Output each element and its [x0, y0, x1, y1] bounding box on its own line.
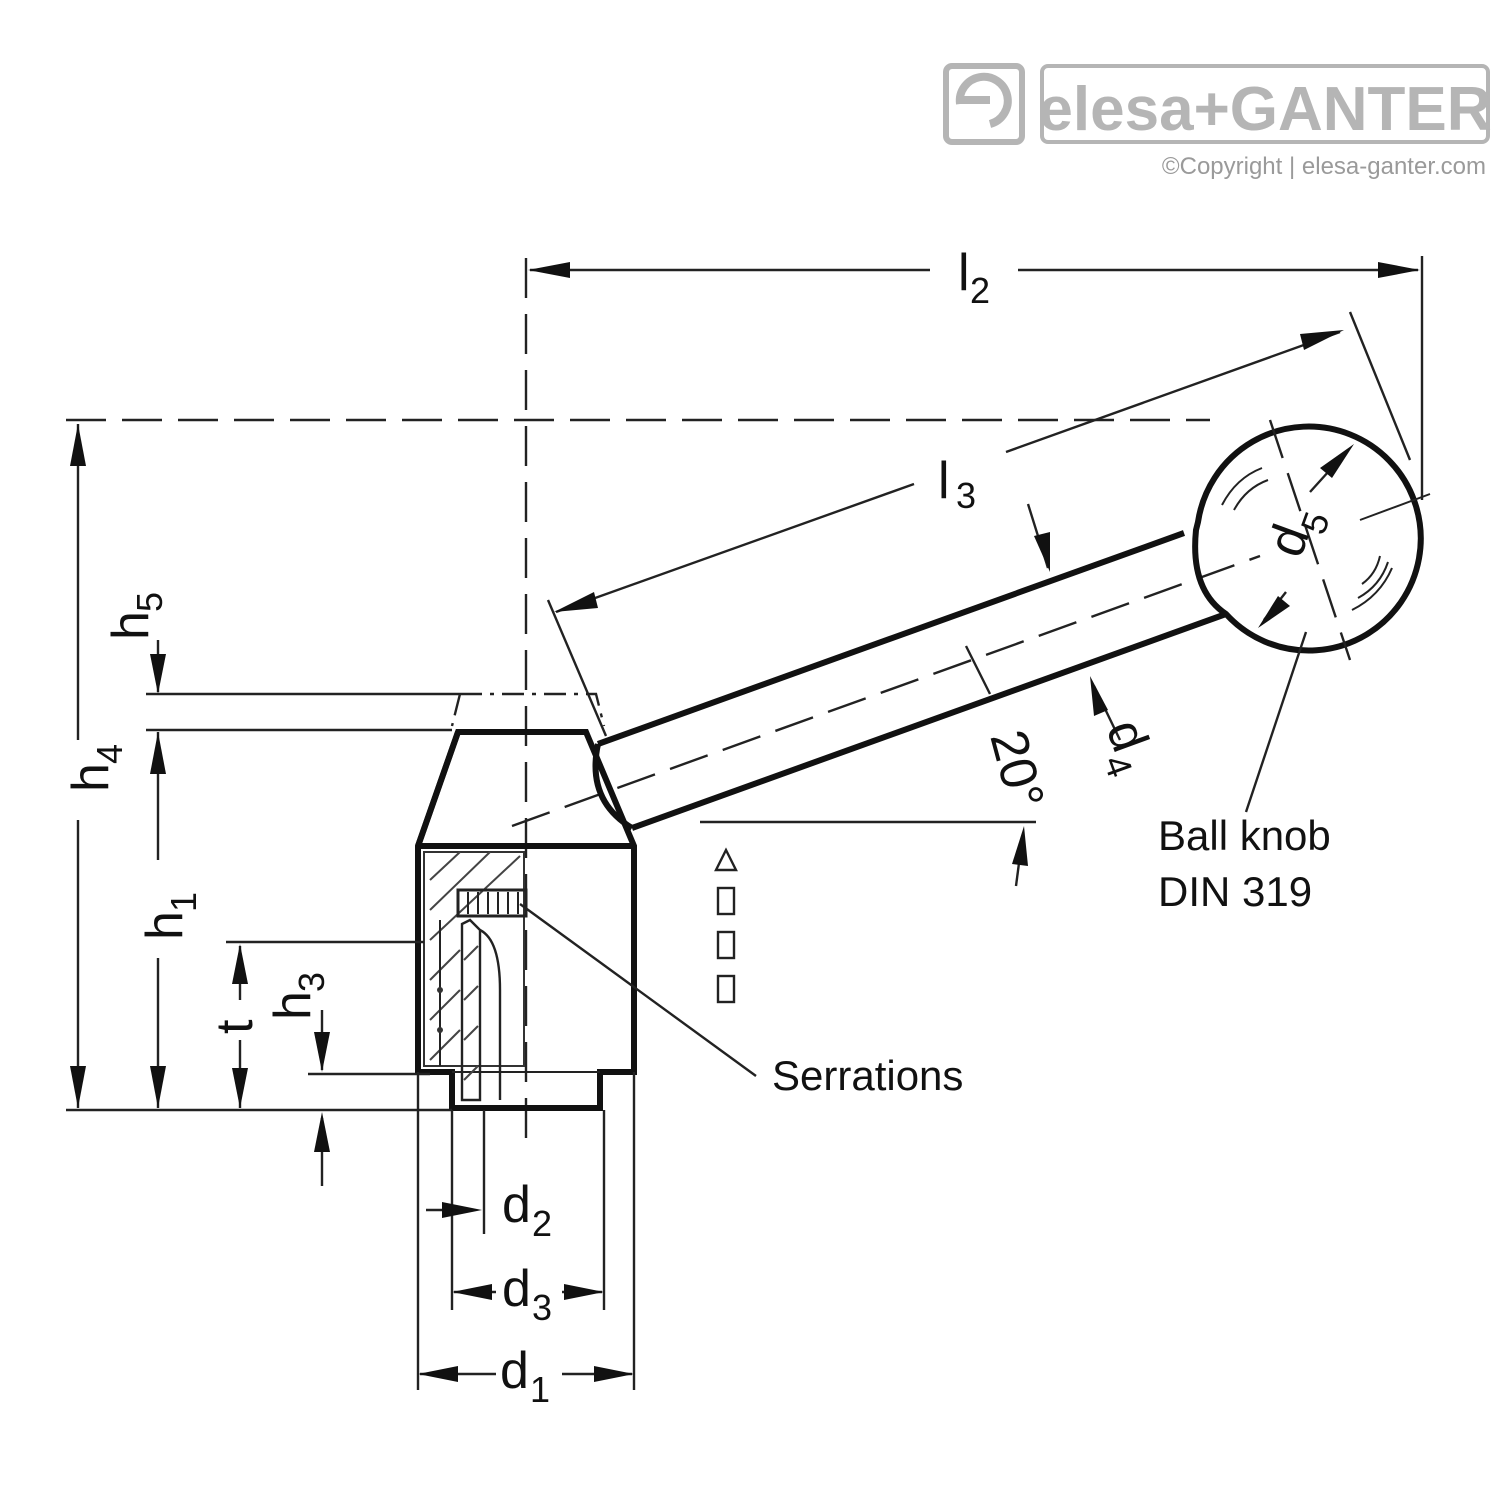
dimension-d3: d 3: [452, 1110, 606, 1328]
angle-dimension: 20°: [700, 724, 1055, 887]
l3-label: l: [938, 452, 950, 510]
d2-label: d: [502, 1176, 531, 1234]
dimension-l3: l 3: [546, 311, 1412, 737]
l3-index: 3: [956, 475, 976, 516]
copyright-text: ©Copyright | elesa-ganter.com: [1162, 153, 1486, 180]
callout-ball-knob: Ball knob DIN 319: [1158, 631, 1331, 915]
h5-index: 5: [129, 592, 170, 612]
lever-arm: [592, 530, 1228, 831]
hub-section-hatching: [423, 851, 528, 1102]
h3-index: 3: [291, 972, 332, 992]
h5-label: h: [102, 611, 160, 640]
dimension-d1: d 1: [416, 1072, 636, 1410]
h1-label: h: [136, 911, 194, 940]
d4-index: 4: [1096, 750, 1141, 783]
h4-label: h: [62, 763, 120, 792]
d3-label: d: [502, 1260, 531, 1318]
logo-brand-text: elesa+GANTER: [1038, 75, 1491, 144]
d1-index: 1: [530, 1369, 550, 1410]
hub-body: [415, 692, 637, 1111]
d2-index: 2: [532, 1203, 552, 1244]
elesa-ganter-logo: elesa+GANTER: [943, 63, 1492, 145]
serrations-label: Serrations: [772, 1052, 963, 1099]
h3-label: h: [264, 991, 322, 1020]
angle-label: 20°: [978, 724, 1054, 815]
adjustment-direction-indicator: [714, 847, 738, 1004]
d1-label: d: [500, 1342, 529, 1400]
lever-axis-centerline: [511, 554, 1261, 828]
dimension-h1: h 1: [136, 732, 204, 1108]
callout-serrations: Serrations: [519, 903, 963, 1099]
dimension-d2: d 2: [426, 1110, 552, 1310]
t-label: t: [206, 1019, 264, 1034]
dimension-d5: d 5: [1257, 444, 1431, 628]
l2-index: 2: [970, 270, 990, 311]
l2-label: l: [958, 244, 970, 302]
dimension-h3: h 3: [264, 972, 430, 1186]
dimension-h5: h 5: [102, 592, 460, 732]
dimension-h4: h 4: [62, 424, 130, 1108]
dimension-l2: l 2: [528, 244, 1424, 500]
dimension-t: t: [206, 940, 424, 1108]
h4-index: 4: [89, 744, 130, 764]
ball-knob: [1192, 419, 1424, 661]
d3-index: 3: [532, 1287, 552, 1328]
din-319-label: DIN 319: [1158, 868, 1312, 915]
ball-knob-label: Ball knob: [1158, 812, 1331, 859]
h1-index: 1: [163, 892, 204, 912]
